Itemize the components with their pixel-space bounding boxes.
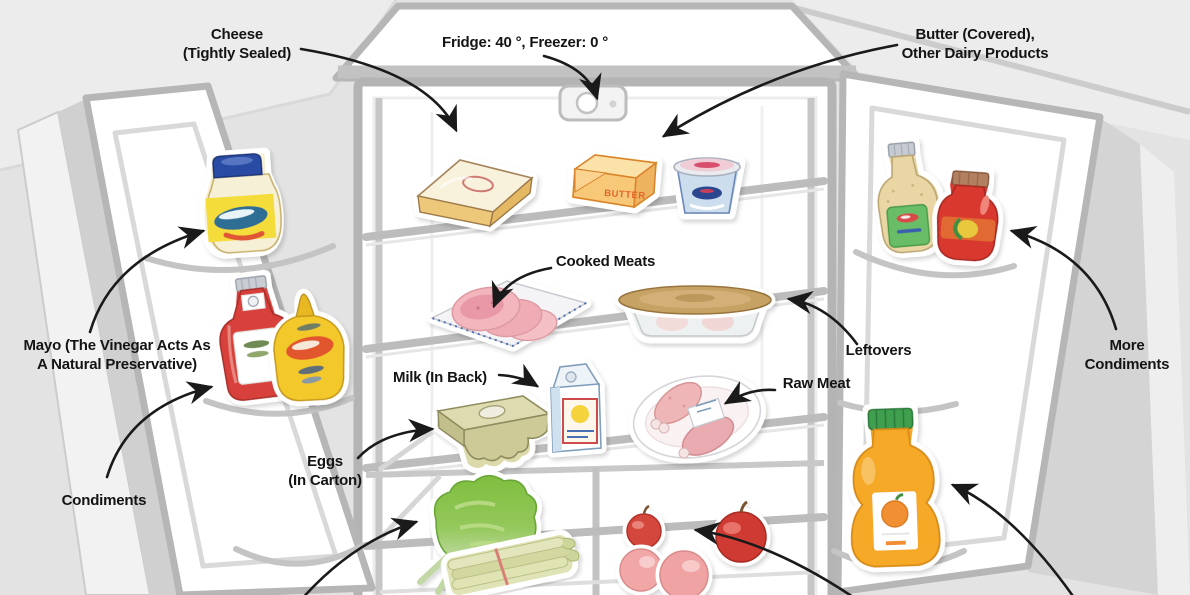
egg-carton <box>431 390 555 474</box>
cheese-wedge <box>412 154 538 232</box>
vegetables-arrow <box>303 517 419 595</box>
celery <box>440 529 580 595</box>
temperature-label: Fridge: 40 °, Freezer: 0 ° <box>441 34 609 51</box>
cooked-meats-arrow <box>491 266 553 309</box>
milk-arrow <box>497 363 540 388</box>
more-condiments-label: More Condiments <box>1084 337 1170 373</box>
milk-label: Milk (In Back) <box>393 369 487 386</box>
cheese-label: Cheese (Tightly Sealed) <box>182 26 292 62</box>
mayo-arrow <box>88 226 206 334</box>
cooked-meat-slices <box>426 275 592 352</box>
mayo-jar <box>198 147 284 259</box>
eggs-label: Eggs (In Carton) <box>288 453 362 489</box>
fruit-arrow <box>693 521 853 595</box>
tomatoes <box>615 500 771 595</box>
left-door-bin-3 <box>233 543 365 567</box>
butter-text: BUTTER <box>604 188 646 202</box>
dressing-bottle <box>874 136 946 258</box>
cheese-arrow <box>299 47 458 133</box>
cooked-meats-label: Cooked Meats <box>555 253 656 270</box>
orange-juice-bottle <box>846 402 946 573</box>
annotation-arrows <box>88 43 1118 595</box>
temperature-arrow <box>542 54 602 101</box>
yogurt-cup <box>670 156 746 220</box>
condiments-arrow <box>105 381 214 479</box>
mustard-bottle <box>268 288 350 407</box>
butter-stick: BUTTER <box>566 148 663 214</box>
milk-carton <box>547 358 607 458</box>
leftovers-label: Leftovers <box>845 342 912 359</box>
sauce-bottle <box>932 165 1004 267</box>
shelf-1 <box>362 177 828 241</box>
left-door-bin-1 <box>143 243 336 273</box>
raw-meat-arrow <box>723 380 777 405</box>
eggs-arrow <box>356 418 435 460</box>
condiments-label: Condiments <box>61 492 147 509</box>
left-door-bin-2 <box>203 395 355 417</box>
butter-label: Butter (Covered), Other Dairy Products <box>901 26 1049 62</box>
mayo-label: Mayo (The Vinegar Acts As A Natural Pres… <box>23 337 211 373</box>
more-condiments-arrow <box>1009 226 1118 331</box>
raw-meat-label: Raw Meat <box>782 375 851 392</box>
juice-arrow <box>950 483 1074 595</box>
leftovers-container <box>614 281 776 344</box>
leftovers-arrow <box>786 291 859 346</box>
butter-arrow <box>661 43 899 138</box>
right-door-bin-1 <box>853 249 1017 279</box>
